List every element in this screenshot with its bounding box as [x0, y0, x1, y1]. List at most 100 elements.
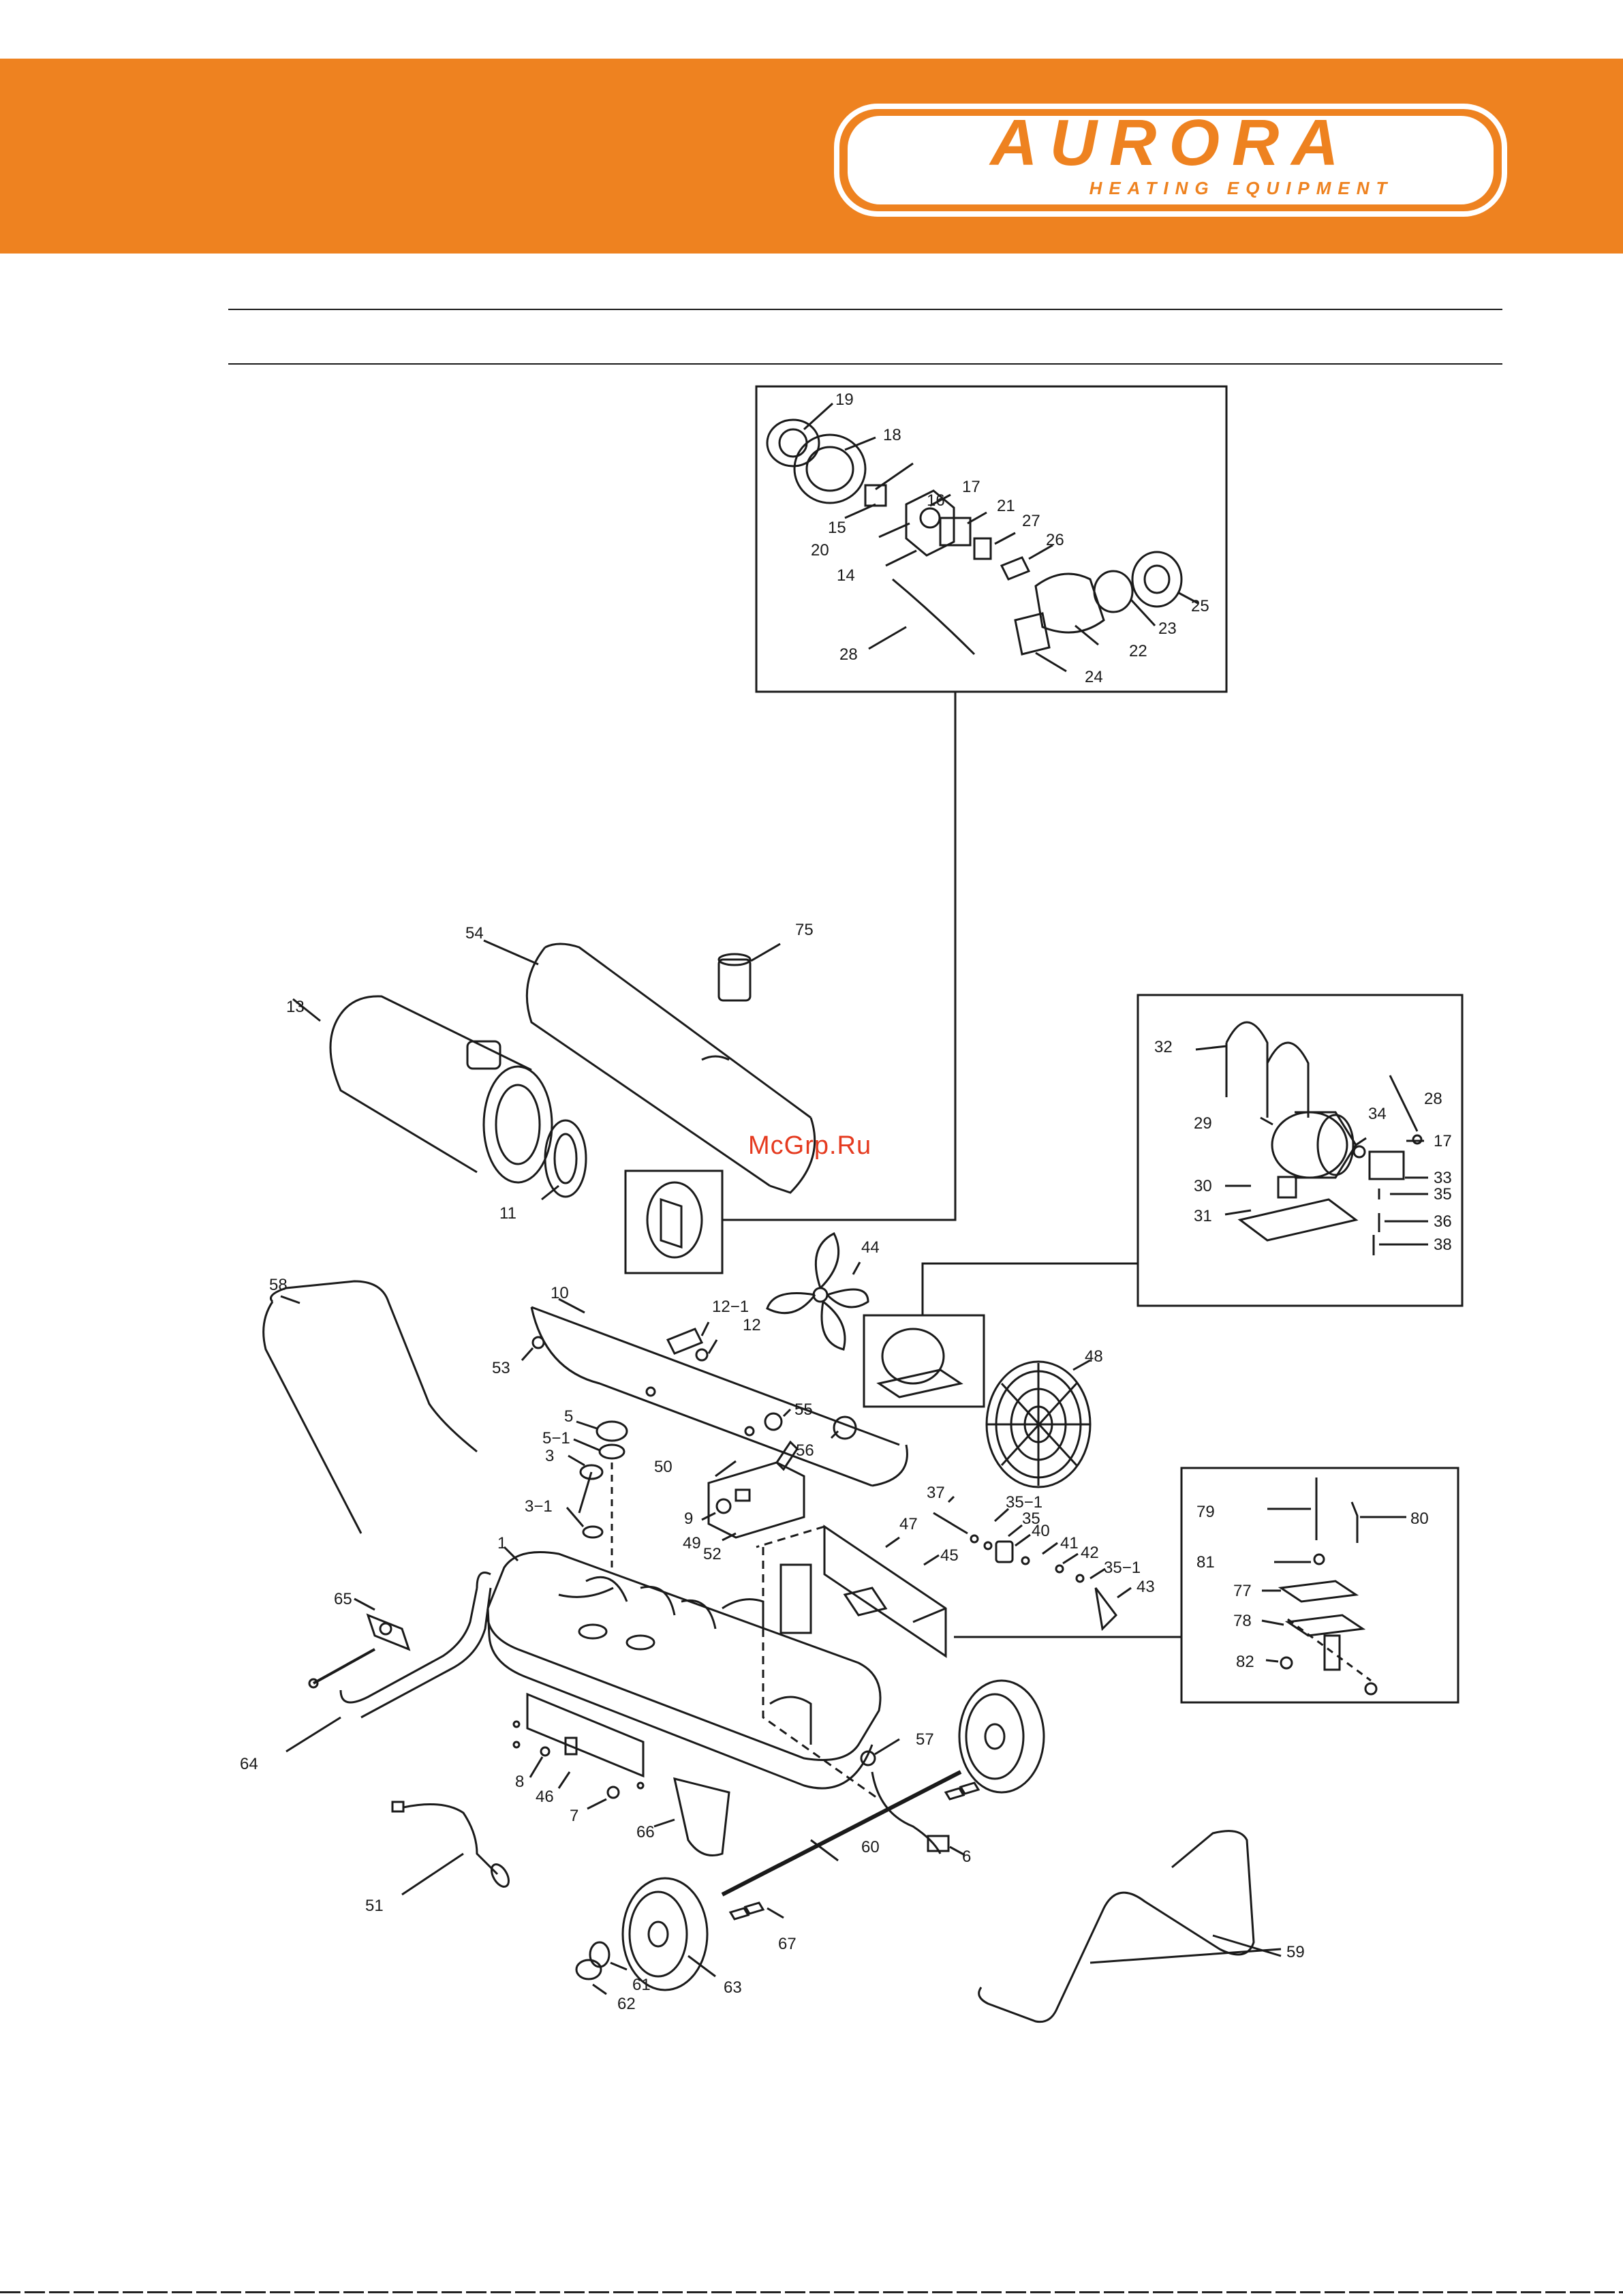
- callout-8: 8: [515, 1773, 524, 1791]
- part-67: [730, 1903, 763, 1919]
- callout-60: 60: [861, 1838, 880, 1856]
- part-32-bracket-2: [1267, 1043, 1308, 1118]
- part-61-washer: [590, 1942, 609, 1967]
- callout-66: 66: [636, 1823, 655, 1841]
- part-51-power-cord: [392, 1802, 512, 1895]
- part-1-fuel-tank: [487, 1547, 880, 1788]
- part-81: [1314, 1555, 1324, 1564]
- callout-6: 6: [962, 1848, 971, 1866]
- part-35-1: [971, 1535, 978, 1542]
- callout-57: 57: [916, 1730, 934, 1749]
- callout-37: 37: [927, 1484, 945, 1502]
- right-wheel: [959, 1681, 1044, 1792]
- callout-11: 11: [499, 1204, 516, 1223]
- callout-24: 24: [1085, 668, 1103, 686]
- callout-12: 12: [743, 1316, 761, 1334]
- footer-line: [0, 2291, 1623, 2293]
- callout-23: 23: [1158, 619, 1177, 638]
- part-11-gasket: [545, 1120, 586, 1197]
- part-67-upper: [946, 1783, 978, 1799]
- part-22-housing: [1036, 574, 1104, 632]
- motor-connector-line: [923, 1264, 1138, 1315]
- callout-62: 62: [617, 1995, 636, 2013]
- callout-50: 50: [654, 1458, 673, 1476]
- callout-59: 59: [1286, 1943, 1305, 1961]
- part-13-chamber-top: [341, 996, 531, 1070]
- callout-81: 81: [1196, 1553, 1215, 1572]
- callout-77: 77: [1233, 1582, 1252, 1600]
- motor-parts: [1196, 1022, 1428, 1255]
- callout-67: 67: [778, 1935, 797, 1953]
- callout-29: 29: [1194, 1114, 1212, 1133]
- callout-64: 64: [240, 1755, 258, 1773]
- callout-80: 80: [1410, 1510, 1429, 1528]
- part-17: [1413, 1135, 1421, 1144]
- callout-36: 36: [1434, 1212, 1452, 1231]
- part-26: [1002, 557, 1029, 579]
- part-54-shell: [545, 944, 811, 1118]
- part-59-handle: [979, 1831, 1281, 2022]
- callout-46: 46: [536, 1788, 554, 1806]
- part-5-cap: [597, 1422, 627, 1441]
- part-8: [541, 1747, 549, 1756]
- callout-45: 45: [940, 1546, 959, 1565]
- part-60-axle: [722, 1772, 961, 1895]
- callout-38: 38: [1434, 1236, 1452, 1254]
- callout-53: 53: [492, 1359, 510, 1377]
- part-78-plate: [1288, 1615, 1363, 1636]
- callout-17: 17: [962, 478, 980, 496]
- callout-7: 7: [570, 1807, 578, 1825]
- callout-65: 65: [334, 1590, 352, 1608]
- burner-parts: [767, 403, 1198, 671]
- part-40: [996, 1542, 1013, 1562]
- part-43-bracket: [1096, 1588, 1116, 1629]
- part-28-cable: [1390, 1075, 1417, 1131]
- callout-51: 51: [365, 1897, 384, 1915]
- part-42: [1056, 1565, 1063, 1572]
- callout-26: 26: [1046, 531, 1064, 549]
- part-53: [533, 1337, 544, 1348]
- callout-61: 61: [632, 1976, 651, 1994]
- part-44-fan-blade: [767, 1234, 868, 1349]
- callout-35: 35: [1434, 1185, 1452, 1204]
- callout-82: 82: [1236, 1653, 1254, 1671]
- part-28-cable: [893, 579, 974, 654]
- burner-mount-inset-frame: [1181, 1468, 1458, 1702]
- callout-10: 10: [551, 1284, 569, 1302]
- part-33-capacitor: [1370, 1152, 1404, 1179]
- part-32-bracket-1: [1226, 1022, 1267, 1097]
- callout-54: 54: [465, 924, 484, 943]
- callout-41: 41: [1060, 1534, 1079, 1552]
- part-30: [1278, 1177, 1296, 1197]
- part-12: [696, 1349, 707, 1360]
- part-19: [767, 420, 819, 466]
- part-12-1: [668, 1329, 702, 1353]
- callout-78: 78: [1233, 1612, 1252, 1630]
- callout-42: 42: [1081, 1544, 1099, 1562]
- part-5-1: [600, 1445, 624, 1458]
- burner-callouts: 19 18 16 15 17 21 20 27 14 26 25 23 28 2…: [811, 391, 1209, 686]
- fuel-cap-group: [567, 1422, 627, 1567]
- part-63-wheel: [623, 1878, 715, 1990]
- part-57-fitting: [861, 1739, 899, 1765]
- motor-inset-frame: [1138, 995, 1462, 1306]
- callout-25: 25: [1191, 597, 1209, 615]
- part-64-rear-handle: [286, 1573, 491, 1752]
- part-34: [1354, 1146, 1365, 1157]
- part-37: [933, 1513, 968, 1533]
- callout-28: 28: [839, 645, 858, 664]
- callout-32: 32: [1154, 1038, 1173, 1056]
- part-3-1: [583, 1527, 602, 1537]
- part-23-ring: [1094, 571, 1132, 612]
- callout-13: 13: [286, 998, 305, 1016]
- callout-55: 55: [794, 1400, 813, 1419]
- callout-27: 27: [1022, 512, 1040, 530]
- control-box: [702, 1442, 804, 1540]
- part-29-motor: [1272, 1112, 1347, 1178]
- part-75-cap: [719, 944, 780, 1000]
- callout-43: 43: [1137, 1578, 1155, 1596]
- callout-35-1a: 35−1: [1006, 1493, 1042, 1512]
- callout-12-1: 12−1: [712, 1298, 749, 1316]
- callout-18: 18: [883, 426, 901, 444]
- part-7: [608, 1787, 619, 1798]
